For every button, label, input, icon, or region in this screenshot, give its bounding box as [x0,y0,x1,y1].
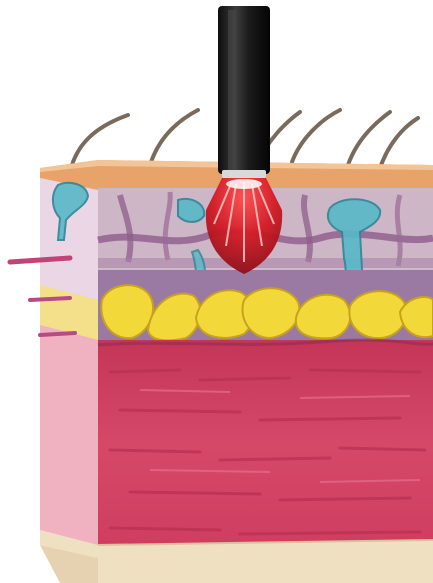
left-side-face [10,170,98,558]
muscle-layer [98,340,433,545]
base-layer [40,540,433,583]
applicator-device [218,6,270,178]
fat-layer [98,270,433,345]
